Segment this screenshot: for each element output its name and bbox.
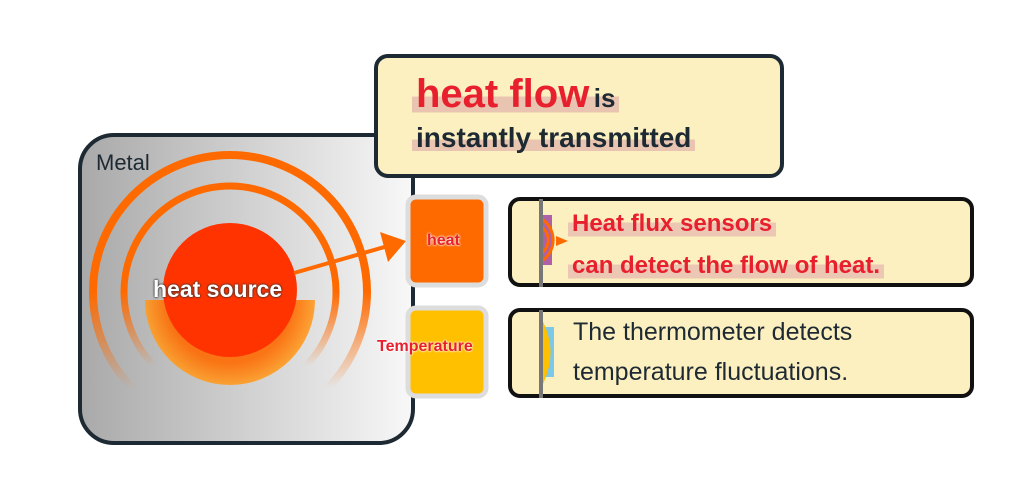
heat-ring-inner bbox=[120, 182, 340, 402]
headline-line1: heat flow is bbox=[412, 72, 620, 117]
thermometer-box bbox=[508, 308, 974, 398]
heat-flux-line1: Heat flux sensors bbox=[568, 210, 777, 238]
heat-label: heat bbox=[427, 232, 460, 249]
thermometer-line2: temperature fluctuations. bbox=[573, 358, 849, 386]
arrow-head-icon bbox=[380, 232, 406, 262]
metal-label: Metal bbox=[96, 150, 150, 175]
temperature-block bbox=[405, 305, 489, 399]
heat-block bbox=[405, 194, 489, 288]
heat-source-label: heat source bbox=[153, 276, 283, 302]
heat-source-circle bbox=[163, 223, 297, 357]
heat-arrow bbox=[293, 244, 389, 275]
temperature-label: Temperature bbox=[377, 338, 473, 355]
thermometer-line1: The thermometer detects bbox=[573, 318, 853, 346]
heat-ring-outer bbox=[89, 151, 371, 433]
heat-flux-line2: can detect the flow of heat. bbox=[568, 252, 885, 280]
headline-line2: instantly transmitted bbox=[412, 122, 696, 154]
headline-emphasis: heat flow bbox=[416, 72, 590, 116]
headline-is: is bbox=[593, 83, 616, 113]
small-arrow-icon bbox=[556, 236, 568, 246]
